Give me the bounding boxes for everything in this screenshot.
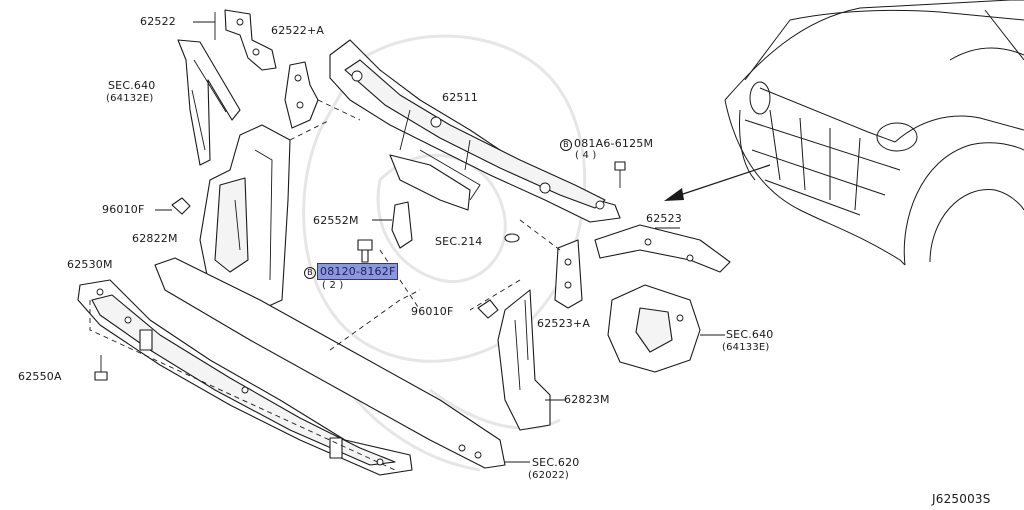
- label-62552m: 62552M: [313, 214, 359, 227]
- label-sec640-right: SEC.640: [726, 328, 774, 341]
- label-bolt-081a6-qty: ( 4 ): [575, 150, 597, 161]
- vehicle-outline: [724, 0, 1024, 266]
- bolt-62550a: [94, 355, 108, 381]
- label-62522: 62522: [140, 15, 176, 28]
- clip-96010f-right: [477, 299, 499, 319]
- label-sec640-right-sub: (64133E): [722, 342, 770, 353]
- label-62530m: 62530M: [67, 258, 113, 271]
- part-62522a-bracket: [284, 61, 361, 129]
- label-sec640-left-sub: (64132E): [106, 93, 154, 104]
- part-sec620-bumper-reinforcement: [154, 257, 530, 469]
- label-62511: 62511: [442, 91, 478, 104]
- label-96010f-right: 96010F: [411, 305, 454, 318]
- b-circle-icon: B: [560, 139, 572, 151]
- clip-96010f-left: [155, 197, 191, 215]
- label-sec620-sub: (62022): [528, 470, 570, 481]
- label-96010f-left: 96010F: [102, 203, 145, 216]
- part-62511-upper-tie-bar: [329, 39, 621, 223]
- b-circle-icon: B: [304, 267, 316, 279]
- label-62550a: 62550A: [18, 370, 62, 383]
- label-sec620: SEC.620: [532, 456, 580, 469]
- part-62522-bracket: [193, 9, 277, 71]
- part-sec214-grommet: [504, 233, 520, 243]
- part-62552m-bracket: [372, 201, 413, 249]
- part-62530m-lower-tie-bar: [77, 279, 413, 476]
- label-62522a: 62522+A: [271, 24, 325, 37]
- part-62823m-side-panel: [497, 289, 565, 431]
- label-62523: 62523: [646, 212, 682, 225]
- part-62523-bracket: [594, 224, 731, 273]
- label-62823m: 62823M: [564, 393, 610, 406]
- label-sec214: SEC.214: [435, 235, 483, 248]
- label-sec640-left: SEC.640: [108, 79, 156, 92]
- reference-lines: [89, 219, 561, 471]
- label-62822m: 62822M: [132, 232, 178, 245]
- diagram-code: J625003S: [932, 492, 991, 506]
- bolt-08120-8162f: [357, 239, 373, 263]
- part-sec640-right-panel: [607, 284, 725, 373]
- part-sec640-left-brace: [177, 39, 241, 166]
- label-bolt-08120-qty: ( 2 ): [322, 280, 344, 291]
- bolt-081a6-6125m: [614, 161, 626, 188]
- highlighted-part-number[interactable]: 08120-8162F: [316, 263, 399, 280]
- part-62523a-bracket: [554, 239, 583, 309]
- callout-arrow: [664, 164, 771, 201]
- label-62523a: 62523+A: [537, 317, 591, 330]
- label-bolt-081a6-text: 081A6-6125M: [574, 137, 654, 150]
